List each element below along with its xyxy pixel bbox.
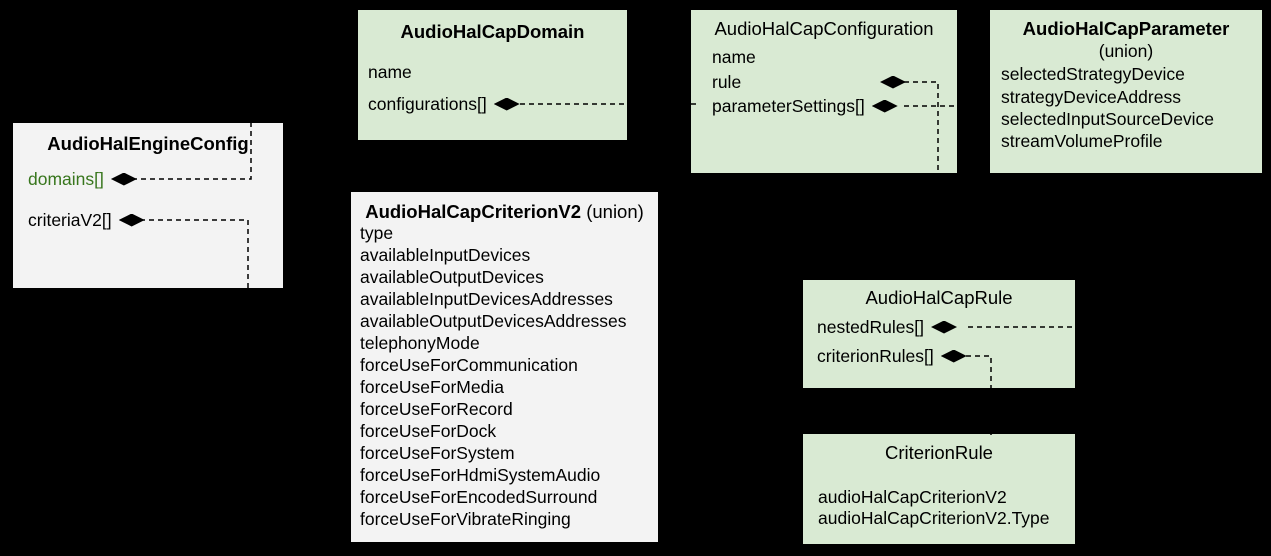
class-box-audiohalcapdomain: AudioHalCapDomain name configurations[] — [358, 10, 627, 140]
field-row-nestedrules: nestedRules[] — [817, 316, 958, 338]
composition-diamond-icon — [940, 349, 967, 363]
field-row: forceUseForRecord — [360, 399, 513, 419]
class-title: AudioHalCapParameter — [1022, 18, 1230, 39]
field-row: selectedStrategyDevice — [1001, 63, 1185, 85]
field-row: forceUseForSystem — [360, 443, 515, 463]
composition-diamond-icon — [493, 97, 520, 111]
class-box-audiohalcaprule: AudioHalCapRule nestedRules[] criterionR… — [803, 280, 1075, 388]
field-row-criterionrules: criterionRules[] — [817, 345, 967, 367]
field-row-domains: domains[] — [28, 168, 137, 190]
class-box-audiohalcapparameter: AudioHalCapParameter (union) selectedStr… — [990, 10, 1262, 173]
field-label: streamVolumeProfile — [1001, 131, 1163, 151]
field-row: forceUseForEncodedSurround — [360, 487, 598, 507]
field-row: forceUseForDock — [360, 421, 497, 441]
field-row-name: name — [712, 46, 756, 68]
class-title: AudioHalCapRule — [865, 287, 1013, 308]
field-row: forceUseForHdmiSystemAudio — [360, 465, 601, 485]
field-row-criteriav2: criteriaV2[] — [28, 209, 145, 231]
composition-diamond-icon — [118, 213, 145, 227]
field-row: forceUseForMedia — [360, 377, 504, 397]
field-label: nestedRules[] — [817, 317, 925, 337]
field-row-parametersettings: parameterSettings[] — [712, 95, 898, 117]
class-box-audiohalengineconfig: AudioHalEngineConfig domains[] criteriaV… — [13, 123, 283, 288]
field-label: audioHalCapCriterionV2.Type — [818, 508, 1050, 528]
class-title: AudioHalEngineConfig — [47, 133, 249, 154]
field-label: configurations[] — [368, 94, 487, 114]
composition-diamond-icon — [871, 99, 898, 113]
field-row: audioHalCapCriterionV2 — [818, 486, 1007, 508]
field-row: availableInputDevicesAddresses — [360, 289, 613, 309]
class-title-suffix: (union) — [581, 201, 644, 222]
field-row: availableInputDevices — [360, 245, 531, 265]
class-title: AudioHalCapDomain — [400, 21, 585, 42]
class-subtitle: (union) — [1098, 41, 1154, 61]
field-label: strategyDeviceAddress — [1001, 87, 1181, 107]
field-label: domains[] — [28, 169, 104, 189]
field-label: parameterSettings[] — [712, 96, 865, 116]
field-label: criteriaV2[] — [28, 210, 112, 230]
class-box-audiohalcapcriterionv2: AudioHalCapCriterionV2 (union) type avai… — [351, 192, 658, 542]
composition-diamond-icon — [931, 320, 958, 334]
field-row: audioHalCapCriterionV2.Type — [818, 507, 1050, 529]
field-row: forceUseForCommunication — [360, 355, 578, 375]
field-row: availableOutputDevicesAddresses — [360, 311, 627, 331]
field-label: rule — [712, 72, 742, 92]
field-row: forceUseForVibrateRinging — [360, 509, 571, 529]
field-label: name — [712, 47, 756, 67]
field-row-name: name — [368, 61, 412, 83]
composition-diamond-icon — [880, 75, 906, 89]
field-row-rule: rule — [712, 71, 906, 93]
field-row: telephonyMode — [360, 333, 480, 353]
class-title: AudioHalCapCriterionV2 (union) — [365, 201, 644, 222]
field-row: strategyDeviceAddress — [1001, 86, 1181, 108]
field-label: selectedStrategyDevice — [1001, 64, 1185, 84]
field-row: selectedInputSourceDevice — [1001, 108, 1214, 130]
field-row: streamVolumeProfile — [1001, 130, 1162, 152]
composition-diamond-icon — [110, 172, 137, 186]
class-box-audiohalcapconfiguration: AudioHalCapConfiguration name rule param… — [691, 10, 957, 173]
field-row: availableOutputDevices — [360, 267, 544, 287]
class-title: CriterionRule — [885, 442, 993, 463]
field-label: criterionRules[] — [817, 346, 934, 366]
class-title: AudioHalCapConfiguration — [714, 18, 934, 39]
field-label: selectedInputSourceDevice — [1001, 109, 1215, 129]
field-row-configurations: configurations[] — [368, 93, 520, 115]
class-box-criterionrule: CriterionRule audioHalCapCriterionV2 aud… — [803, 434, 1075, 544]
field-row: type — [360, 223, 394, 243]
field-label: audioHalCapCriterionV2 — [818, 487, 1007, 507]
field-label: name — [368, 62, 412, 82]
